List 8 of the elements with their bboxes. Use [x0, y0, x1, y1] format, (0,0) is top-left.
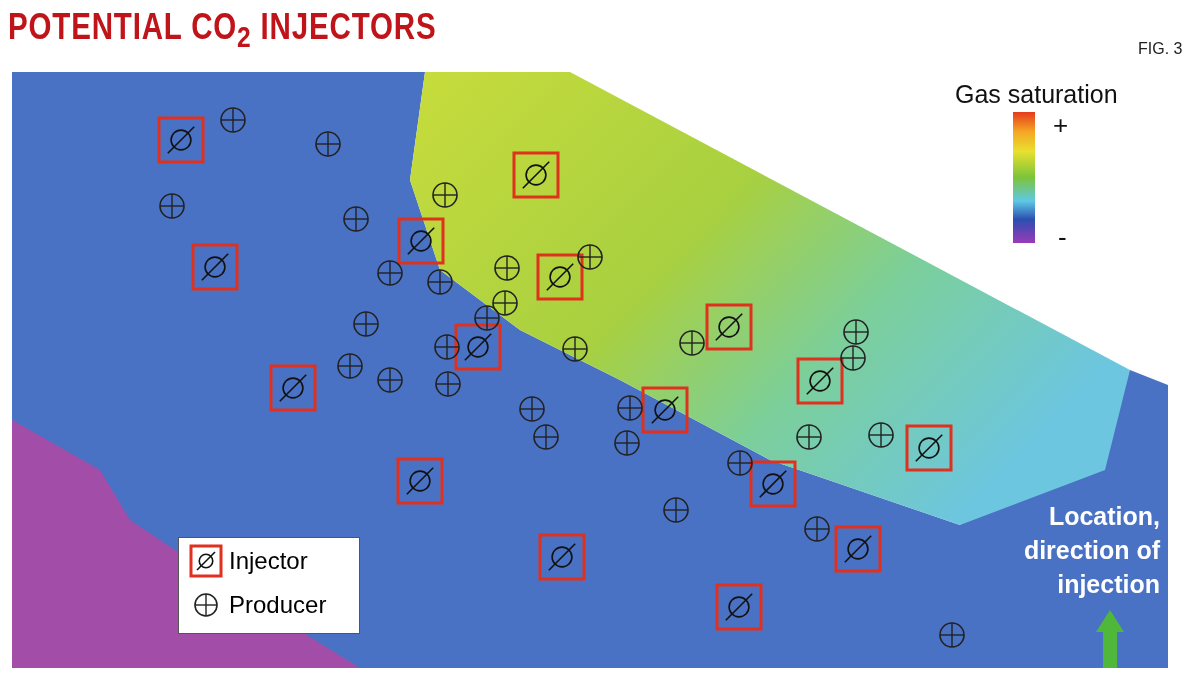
scale-title: Gas saturation: [955, 80, 1118, 109]
title: POTENTIAL CO$_{2}$ INJECTORS: [8, 6, 437, 55]
legend-text: Injector: [229, 547, 308, 575]
legend-text: Producer: [229, 591, 327, 619]
scale-min-label: -: [1058, 222, 1067, 253]
scale-max-label: +: [1053, 110, 1069, 141]
figure-number: FIG. 3: [1138, 40, 1183, 58]
annotation-text: Location, direction of injection: [1022, 501, 1160, 600]
